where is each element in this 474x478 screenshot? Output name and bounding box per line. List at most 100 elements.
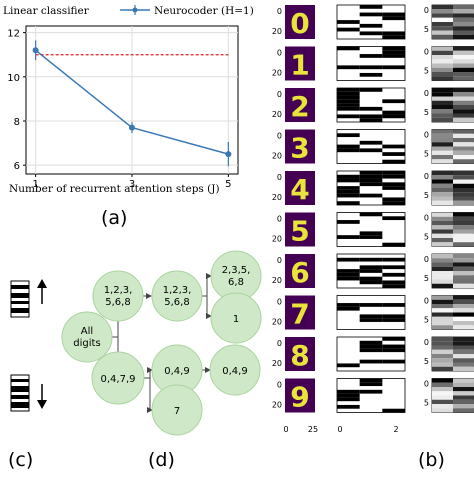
gray-cell — [432, 76, 453, 81]
gray-cell — [453, 229, 474, 234]
binary-cell — [359, 171, 383, 175]
x-tick-label: 5 — [225, 179, 231, 190]
gray-cell — [453, 22, 474, 27]
binary-cell — [337, 389, 360, 394]
digit-ytick-20: 20 — [272, 318, 282, 327]
gray-cell — [453, 171, 474, 176]
gray-cell — [453, 100, 474, 105]
gray-ytick-5: 5 — [424, 274, 429, 283]
digit-xtick-25: 25 — [308, 425, 318, 434]
binary-cell — [337, 174, 360, 179]
x-tick-label: 1 — [32, 179, 38, 190]
binary-cell — [382, 314, 405, 319]
y-tick-label: 6 — [14, 161, 20, 172]
binary-cell — [382, 216, 405, 221]
binary-cell — [337, 272, 360, 277]
digit-ytick-0: 0 — [277, 173, 282, 182]
gray-cell — [432, 391, 453, 396]
gray-cell — [453, 283, 474, 288]
gray-cell — [432, 188, 453, 193]
gray-cell — [453, 349, 474, 354]
gray-ytick-5: 5 — [424, 233, 429, 242]
binary-xtick-0: 0 — [337, 425, 342, 434]
gray-cell — [453, 221, 474, 226]
binary-cell — [337, 88, 360, 92]
gray-cell — [453, 188, 474, 193]
node-n6-label: 0,4,9 — [164, 366, 189, 377]
chart-marks — [32, 40, 232, 167]
gray-cell — [453, 179, 474, 184]
label-a: (a) — [101, 207, 127, 229]
binary-cell — [359, 72, 383, 77]
code-icon-top — [10, 280, 30, 318]
gray-cell — [453, 72, 474, 77]
binary-cell — [382, 280, 405, 285]
gray-cell — [432, 67, 453, 72]
neurocoder-point — [129, 124, 135, 131]
binary-cell — [382, 159, 405, 164]
gray-cell — [432, 150, 453, 155]
gray-cell — [453, 200, 474, 205]
binary-cell — [359, 23, 383, 28]
binary-cell — [382, 242, 405, 247]
binary-cell — [382, 348, 405, 353]
digit-glyph: 3 — [290, 132, 309, 165]
node-n5-label: 0,4,7,9 — [101, 374, 136, 385]
gray-cell — [432, 46, 453, 51]
digit-ytick-20: 20 — [272, 401, 282, 410]
label-c: (c) — [8, 449, 33, 471]
binary-cell — [359, 12, 383, 17]
legend-neurocoder-label: Neurocoder (H=1) — [154, 5, 254, 17]
binary-cell — [382, 16, 405, 21]
gray-cell — [453, 13, 474, 18]
node-n7 — [209, 344, 261, 396]
digit-image — [285, 254, 315, 288]
binary-cell — [359, 359, 383, 364]
arrow-up-icon — [37, 279, 47, 304]
binary-cell — [359, 280, 383, 285]
gray-cell — [432, 171, 453, 176]
binary-cell — [359, 389, 383, 394]
gray-cell — [432, 399, 453, 404]
node-root — [61, 311, 113, 363]
binary-cell — [382, 31, 405, 36]
gray-cell — [432, 129, 453, 134]
gray-ytick-5: 5 — [424, 25, 429, 34]
gray-cell — [432, 13, 453, 18]
arrow-down-icon — [37, 384, 47, 409]
node-n2 — [151, 270, 203, 322]
gray-cell — [453, 279, 474, 284]
node-n3-label: 2,3,5,6,8 — [222, 265, 251, 288]
digit-ytick-20: 20 — [272, 152, 282, 161]
gray-cell — [432, 30, 453, 35]
gray-cell — [453, 5, 474, 10]
gray-cell — [453, 196, 474, 201]
gray-cell — [432, 92, 453, 97]
binary-cell — [337, 306, 360, 311]
gray-cell — [432, 299, 453, 304]
binary-cell — [337, 201, 360, 205]
gray-cell — [453, 17, 474, 22]
digit-ytick-20: 20 — [272, 276, 282, 285]
gray-cell — [432, 105, 453, 110]
binary-cell — [337, 95, 360, 100]
gray-ytick-0: 0 — [424, 172, 429, 181]
binary-cell — [382, 99, 405, 104]
gray-cell — [453, 117, 474, 122]
gray-cell — [453, 216, 474, 221]
gray-cell — [432, 308, 453, 313]
digit-ytick-0: 0 — [277, 298, 282, 307]
gray-cell — [453, 212, 474, 217]
gray-cell — [453, 46, 474, 51]
digit-ytick-20: 20 — [272, 235, 282, 244]
legend-linear-label: Linear classifier — [3, 5, 90, 17]
digit-image — [285, 337, 315, 371]
gray-ytick-0: 0 — [424, 214, 429, 223]
binary-cell — [359, 314, 383, 319]
neurocoder-point — [225, 151, 232, 158]
gray-cell — [432, 88, 453, 93]
x-tick-label: 3 — [129, 179, 135, 190]
binary-cell — [382, 197, 405, 202]
